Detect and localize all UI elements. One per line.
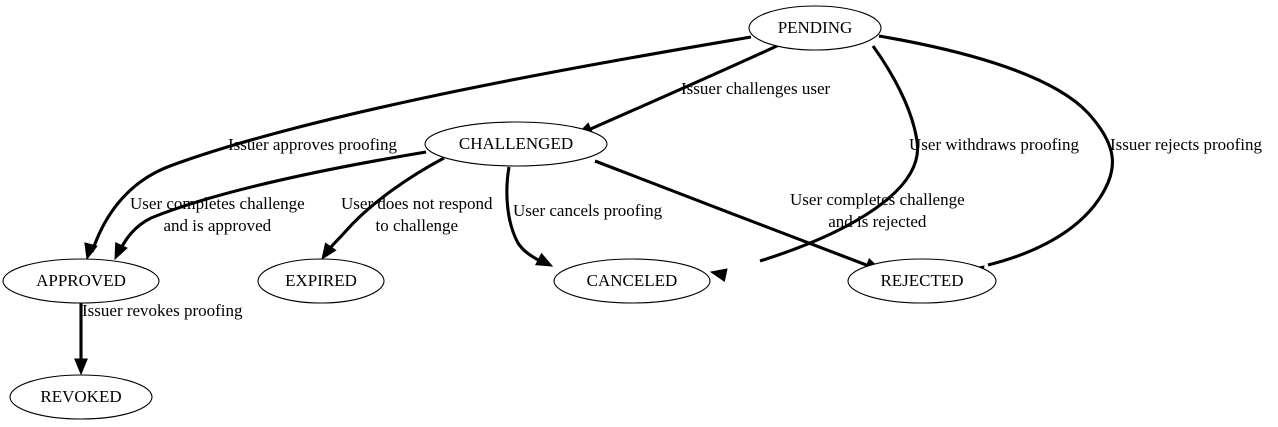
- node-label: CHALLENGED: [459, 134, 573, 153]
- edge-line: [90, 35, 752, 253]
- node-ellipse[interactable]: [553, 258, 711, 304]
- node-pending[interactable]: PENDING: [748, 5, 882, 51]
- edge-pending-challenged: Issuer challenges user: [575, 43, 831, 136]
- edge-label: Issuer revokes proofing: [82, 301, 243, 320]
- edge-label: Issuer rejects proofing: [1110, 135, 1263, 154]
- edge-label: and is rejected: [828, 212, 927, 231]
- node-ellipse[interactable]: [257, 258, 385, 304]
- node-revoked[interactable]: REVOKED: [9, 374, 153, 420]
- nodes-layer: PENDING CHALLENGED APPROVED EXPIRED CANCELED…: [2, 5, 997, 420]
- edge-line: [505, 166, 541, 263]
- edge-label: Issuer approves proofing: [228, 135, 398, 154]
- edge-arrowhead: [321, 242, 337, 261]
- edge-arrowhead: [84, 242, 98, 261]
- node-ellipse[interactable]: [2, 258, 160, 304]
- edge-line: [878, 34, 1114, 267]
- edge-challenged-approved: User completes challenge and is approved: [114, 150, 427, 261]
- node-label: REJECTED: [880, 271, 963, 290]
- edge-label: User completes challenge: [130, 194, 305, 213]
- edges-layer: Issuer approves proofing Issuer challenge…: [74, 34, 1263, 376]
- node-rejected[interactable]: REJECTED: [847, 258, 997, 304]
- node-label: REVOKED: [40, 387, 121, 406]
- edge-pending-rejected: Issuer rejects proofing: [878, 34, 1263, 280]
- edge-arrowhead: [709, 268, 728, 283]
- edge-label: Issuer challenges user: [681, 79, 831, 98]
- edge-line: [585, 43, 780, 133]
- edge-arrowhead: [114, 242, 128, 261]
- node-expired[interactable]: EXPIRED: [257, 258, 385, 304]
- node-ellipse[interactable]: [9, 374, 153, 420]
- node-canceled[interactable]: CANCELED: [553, 258, 711, 304]
- edge-line: [325, 156, 445, 253]
- node-approved[interactable]: APPROVED: [2, 258, 160, 304]
- node-label: CANCELED: [587, 271, 678, 290]
- edge-label: User does not respond: [341, 194, 493, 213]
- node-label: APPROVED: [36, 271, 126, 290]
- node-challenged[interactable]: CHALLENGED: [424, 121, 608, 167]
- edge-line: [117, 150, 427, 253]
- node-label: EXPIRED: [285, 271, 357, 290]
- node-label: PENDING: [778, 18, 853, 37]
- edge-line: [594, 159, 870, 268]
- edge-label: to challenge: [375, 216, 458, 235]
- node-ellipse[interactable]: [424, 121, 608, 167]
- edge-line: [759, 45, 920, 263]
- edge-challenged-canceled: User cancels proofing: [505, 166, 663, 267]
- edge-label: and is approved: [164, 216, 272, 235]
- edge-approved-revoked: Issuer revokes proofing: [74, 301, 243, 376]
- edge-arrowhead: [74, 358, 88, 376]
- node-ellipse[interactable]: [847, 258, 997, 304]
- edge-pending-approved: Issuer approves proofing: [84, 35, 752, 261]
- edge-label: User cancels proofing: [513, 201, 663, 220]
- edge-label: User completes challenge: [790, 190, 965, 209]
- edge-label: User withdraws proofing: [909, 135, 1079, 154]
- edge-pending-canceled: User withdraws proofing: [709, 45, 1079, 283]
- edge-challenged-expired: User does not respond to challenge: [321, 156, 493, 261]
- node-ellipse[interactable]: [748, 5, 882, 51]
- edge-challenged-rejected: User completes challenge and is rejected: [594, 159, 965, 271]
- edge-arrowhead: [535, 252, 554, 267]
